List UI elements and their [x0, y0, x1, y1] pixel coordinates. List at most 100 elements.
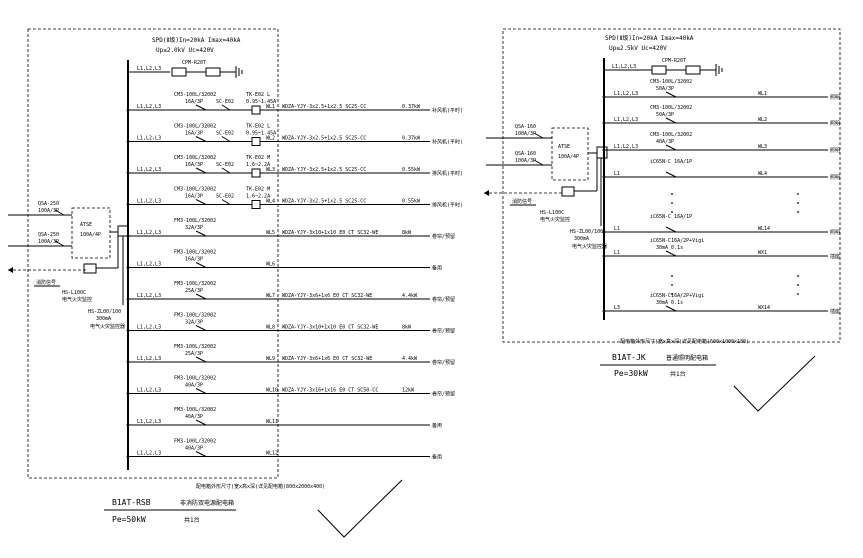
- circuit-load: 卷帘/预留: [432, 233, 455, 240]
- junction-dot: [126, 360, 130, 364]
- junction-dot: [126, 297, 130, 301]
- junction-dot: [126, 234, 130, 238]
- circuit-breaker-rating: 30mA 0.1s: [656, 245, 683, 251]
- spd-fuse-icon: [171, 67, 187, 77]
- right-spd-phase: L1,L2,L3: [612, 64, 636, 70]
- circuit-relay-range: 0.95~1.45A: [246, 99, 276, 105]
- circuit-id: WL4: [266, 199, 275, 205]
- circuit-breaker-rating: 32A/3P: [185, 225, 203, 231]
- circuit-cable: WDZA-YJY-3x2.5+1x2.5 SC25-CC: [282, 104, 366, 110]
- left-monitor-b: 300mA: [96, 316, 111, 322]
- circuit-load: 补风机(平时): [432, 107, 463, 114]
- right-circuits: L1,L2,L3CM3-100L/3200250A/3PWL1照明L1,L2,L…: [602, 79, 840, 315]
- circuit-breaker-model: iC65N-C 16A/1P: [650, 214, 692, 220]
- circuit-id: WL8: [266, 325, 275, 331]
- switch-icon: [533, 159, 544, 166]
- circuit-id: WL1: [758, 91, 767, 97]
- breaker-icon: [195, 356, 207, 363]
- circuit-relay: TK-E02 M: [246, 155, 270, 161]
- circuit-power: 8kW: [402, 325, 412, 331]
- circuit-cable: WDZA-YJY-3x10+1x10 E0 CT SC32-WE: [282, 325, 378, 331]
- circuit-load: 备用: [432, 454, 442, 461]
- circuit-id: WL1: [266, 104, 275, 110]
- circuit-id: WL5: [266, 230, 275, 236]
- junction-dot: [602, 148, 606, 152]
- circuit-id: WL9: [266, 356, 275, 362]
- circuit-cable: WDZA-YJY-3x2.5+1x2.5 SC25-CC: [282, 199, 366, 205]
- breaker-icon: [195, 230, 207, 237]
- circuit-breaker-rating: 32A/3P: [185, 320, 203, 326]
- breaker-icon: [195, 388, 207, 394]
- breaker-icon: [195, 104, 207, 111]
- circuit-id: WL14: [758, 226, 770, 232]
- right-spd-branch: L1,L2,L3 CPM-R20T: [604, 58, 723, 76]
- switch-icon: [54, 240, 65, 247]
- ct-icon: [596, 146, 608, 159]
- circuit-phase: L1,L2,L3: [137, 451, 161, 457]
- junction-dot: [126, 266, 130, 269]
- circuit-breaker-rating: 16A/3P: [185, 194, 203, 200]
- circuit-id: WL2: [266, 136, 275, 142]
- breaker-icon: [195, 451, 207, 457]
- left-monitor-model: HS-ZL00/100: [88, 309, 121, 315]
- circuit-breaker-rating: 16A/3P: [185, 162, 203, 168]
- thermal-relay-icon: [251, 137, 261, 146]
- circuit-destination: 照明: [830, 148, 840, 154]
- junction-dot: [126, 171, 130, 175]
- left-spd-line1: SPD(Ⅱ级)In=20kA Imax=40kA: [152, 36, 241, 44]
- breaker-icon: [665, 171, 677, 178]
- right-elec-fire: HS-L100C: [540, 210, 564, 216]
- circuit-breaker-model: FM3-100L/32002: [174, 407, 216, 413]
- circuit-id: WL6: [266, 262, 275, 268]
- circuit-load: 卷帘/预留: [432, 391, 455, 398]
- left-title-pe: Pe=50kW: [112, 515, 146, 524]
- circuit-id: WX1: [758, 250, 767, 256]
- circuit-destination: 照明: [830, 121, 840, 127]
- arrow-left-icon: [8, 267, 13, 273]
- circuit-load: 卷帘/预留: [432, 296, 455, 303]
- thermal-relay-icon: [251, 168, 261, 178]
- contactor-icon: [221, 104, 231, 111]
- circuit-id: WL10: [266, 388, 278, 394]
- right-atse-rating: 100A/4P: [558, 154, 579, 160]
- circuit-id: WX14: [758, 305, 770, 311]
- circuit-id: WL7: [266, 293, 275, 299]
- breaker-icon: [195, 325, 207, 331]
- left-atse-box: [71, 207, 111, 259]
- circuit-breaker-model: FM3-100L/32002: [174, 344, 216, 350]
- left-incoming: QSA-250 100A/3P QSA-250 100A/3P ATSE 100…: [8, 201, 129, 330]
- circuit-breaker-model: CM3-100L/32002: [650, 132, 692, 138]
- breaker-icon: [665, 117, 677, 124]
- breaker-icon: [195, 199, 207, 205]
- left-panel: SPD(Ⅱ级)In=20kA Imax=40kA Up≤2.0kV Uc=420…: [8, 28, 463, 538]
- thermal-relay-icon: [251, 200, 261, 209]
- circuit-cable: WDZA-YJY-3x2.5+1x2.5 SC25-CC: [282, 136, 366, 142]
- circuit-breaker-model: FM3-100L/32002: [174, 281, 216, 287]
- circuit-power: 4.4kW: [402, 356, 418, 362]
- right-monitor-model: HS-ZL00/100: [570, 229, 603, 235]
- circuit-id: WL11: [266, 419, 278, 425]
- circuit-relay-range: 1.6~2.2A: [246, 194, 270, 200]
- fire-module-icon: [83, 263, 97, 274]
- right-title-name: 普通照明配电箱: [666, 354, 708, 362]
- circuit-load: 排风机(平时): [432, 170, 463, 177]
- left-spd-line2: Up≤2.0kV Uc=420V: [156, 47, 214, 54]
- left-incoming-1b: 100A/3P: [38, 208, 59, 214]
- left-spd-phase: L1,L2,L3: [137, 66, 161, 72]
- checkmark-icon: [317, 479, 403, 538]
- circuit-phase: L1: [614, 171, 620, 177]
- breaker-icon: [195, 293, 207, 300]
- circuit-breaker-model: CM3-100L/32002: [650, 79, 692, 85]
- circuit-breaker-model: CM3-100L/32002: [174, 155, 216, 161]
